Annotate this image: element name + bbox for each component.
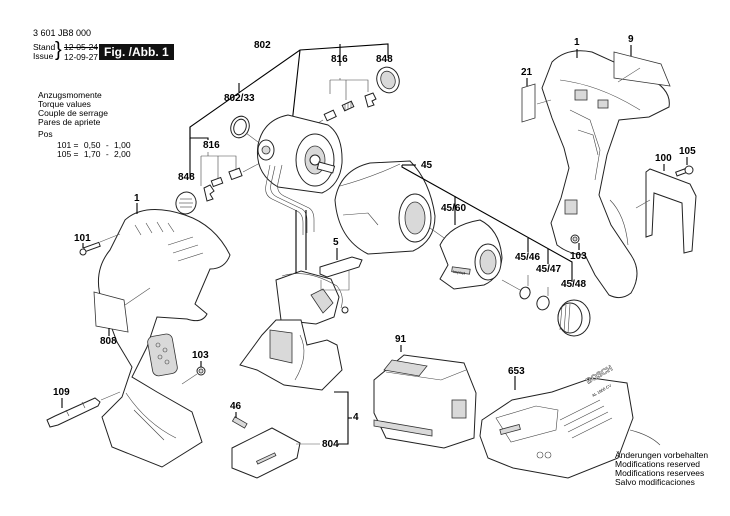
part-switch-module — [275, 210, 349, 325]
callout-804: 804 — [322, 439, 339, 450]
part-gear-housing-45 — [334, 160, 448, 255]
callout-109: 109 — [53, 387, 70, 398]
part-charger-653 — [479, 376, 661, 479]
torque-pos: 105 = — [57, 149, 79, 159]
part-label-21 — [521, 78, 552, 123]
notice-line-es: Salvo modificaciones — [615, 477, 695, 487]
callout-9: 9 — [628, 34, 634, 45]
callout-1-right: 1 — [574, 37, 580, 48]
old-date: 12-05-24 — [64, 42, 99, 52]
part-number: 3 601 JB8 000 — [33, 28, 92, 38]
notice-line-en: Modifications reserved — [615, 459, 701, 469]
part-sleeve-45-48 — [557, 299, 591, 337]
issue-label: Issue — [33, 51, 54, 61]
torque-row: 101 = 0,50 - 1,00 — [57, 140, 131, 150]
part-screw-101 — [79, 233, 121, 256]
torque-line-de: Anzugsmomente — [38, 90, 102, 100]
part-cap-848-top — [376, 66, 400, 94]
part-slider-5 — [319, 248, 363, 291]
leader-816-left — [200, 152, 237, 186]
part-oring-802-33 — [230, 115, 263, 146]
leader-45-group — [401, 164, 573, 282]
callout-802: 802 — [254, 40, 271, 51]
part-spring-46 — [231, 412, 248, 429]
leader-4-group — [334, 391, 352, 445]
callout-21: 21 — [521, 67, 533, 78]
torque-line-es: Pares de apriete — [38, 117, 101, 127]
leader-816-top — [329, 78, 369, 100]
figure-badge: Fig. /Abb. 1 — [99, 44, 174, 60]
notice-line-de: Änderungen vorbehalten — [615, 450, 709, 460]
part-nut-103-left — [181, 361, 206, 385]
torque-min: 1,70 — [83, 149, 101, 159]
part-housing-left-1 — [97, 209, 231, 468]
callout-45-47: 45/47 — [536, 264, 562, 275]
notice-line-fr: Modifications reservees — [615, 468, 705, 478]
torque-line-en: Torque values — [38, 99, 91, 109]
issue-date: 12-09-27 — [64, 52, 99, 62]
torque-min: 0,50 — [83, 140, 101, 150]
stand-label: Stand — [33, 42, 56, 52]
part-cover-45-60 — [439, 219, 503, 290]
callout-1-left: 1 — [134, 193, 140, 204]
torque-sep: - — [105, 149, 109, 159]
part-belt-clip-100 — [635, 164, 697, 254]
callout-45-48: 45/48 — [561, 279, 587, 290]
torque-line-fr: Couple de serrage — [38, 108, 108, 118]
callout-5: 5 — [333, 237, 339, 248]
callout-91: 91 — [395, 334, 407, 345]
torque-max: 2,00 — [114, 149, 131, 159]
cover-brand-mark: Impact — [453, 269, 466, 276]
torque-sep: - — [105, 140, 109, 150]
part-screw-105 — [675, 157, 694, 177]
part-brush-set-left — [203, 162, 261, 202]
callout-105: 105 — [679, 146, 696, 157]
callout-816-top: 816 — [331, 54, 348, 65]
callout-848-left: 848 — [178, 172, 195, 183]
callout-45-46: 45/46 — [515, 252, 541, 263]
part-label-9 — [613, 45, 671, 87]
callout-103-left: 103 — [192, 350, 209, 361]
part-ring-45-47 — [536, 287, 550, 311]
torque-row: 105 = 1,70 - 2,00 — [57, 149, 131, 159]
brace: } — [55, 39, 62, 61]
part-label-808 — [93, 287, 151, 336]
callout-808: 808 — [100, 336, 117, 347]
part-base-housing — [239, 319, 343, 391]
callout-653: 653 — [508, 366, 525, 377]
callout-816-left: 816 — [203, 140, 220, 151]
callout-45: 45 — [421, 160, 433, 171]
part-cap-848-left — [175, 191, 197, 215]
part-battery-91 — [373, 345, 477, 449]
part-bit-109 — [46, 391, 121, 428]
callout-802-33: 802/33 — [224, 93, 255, 104]
torque-pos: 101 = — [57, 140, 79, 150]
callout-848-top: 848 — [376, 54, 393, 65]
part-ring-45-46 — [501, 275, 531, 300]
callout-4: 4 — [353, 412, 359, 423]
callout-45-60: 45/60 — [441, 203, 467, 214]
part-plate-804 — [231, 427, 320, 479]
part-motor-802 — [256, 114, 343, 235]
part-nut-103-right — [570, 234, 580, 250]
callout-100: 100 — [655, 153, 672, 164]
callout-103-right: 103 — [570, 251, 587, 262]
callout-46: 46 — [230, 401, 242, 412]
torque-pos-label: Pos — [38, 129, 53, 139]
callout-101: 101 — [74, 233, 91, 244]
torque-max: 1,00 — [114, 140, 131, 150]
